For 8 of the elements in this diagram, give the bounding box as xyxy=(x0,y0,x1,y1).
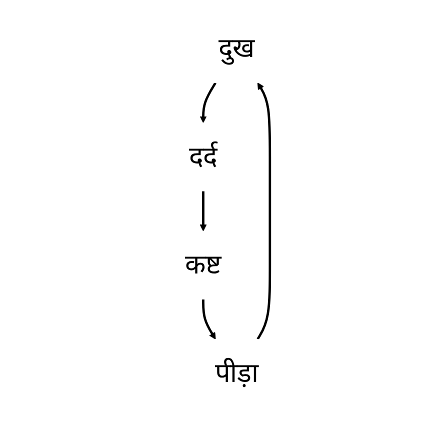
arrow xyxy=(256,83,272,340)
arrow xyxy=(202,300,216,340)
node-text: कष्ट xyxy=(185,250,222,282)
arrow xyxy=(200,82,217,124)
node-text: दुख xyxy=(218,33,256,65)
arrow xyxy=(200,192,208,232)
node-text: दर्द xyxy=(189,141,218,174)
node-text: पीड़ा xyxy=(215,358,259,390)
